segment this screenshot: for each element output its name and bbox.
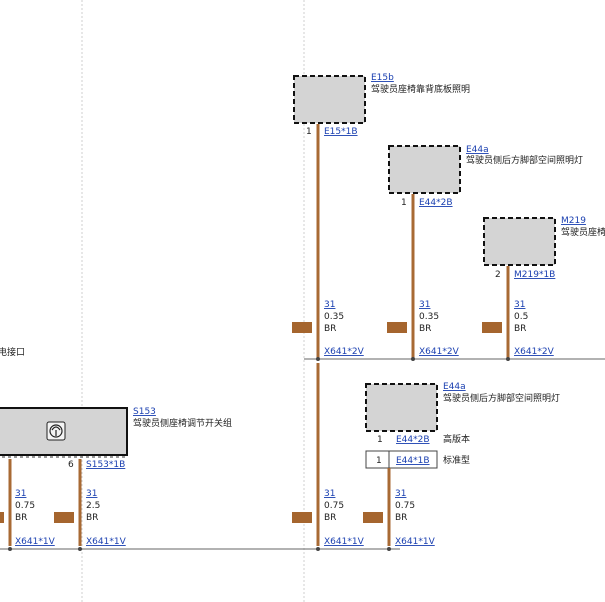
connector-chip: [482, 322, 502, 333]
component-s153-pin-link[interactable]: S153*1B: [86, 460, 125, 470]
component-e44a-low-alt-pin-link[interactable]: E44*1B: [396, 456, 430, 466]
wire-m219-conn[interactable]: X641*2V: [514, 347, 555, 357]
wire-s153-num[interactable]: 31: [86, 489, 97, 499]
wire-trunk-color: BR: [324, 513, 336, 523]
wire-s153-color: BR: [86, 513, 98, 523]
component-e44a-low-box[interactable]: [365, 383, 438, 432]
wire-left-size: 0.75: [15, 501, 35, 511]
component-s153-id[interactable]: S153: [133, 407, 156, 417]
component-e15b-pin: 1: [306, 127, 312, 137]
component-e44a-top-pin-link[interactable]: E44*2B: [419, 198, 453, 208]
component-e44a-low-alt-pin: 1: [376, 456, 382, 466]
wire-m219-num[interactable]: 31: [514, 300, 525, 310]
component-m219-id[interactable]: M219: [561, 216, 586, 226]
wire-s153-size: 2.5: [86, 501, 100, 511]
component-e44a-top[interactable]: E44a 驾驶员侧后方脚部空间照明灯 1 E44*2B: [388, 145, 583, 208]
component-m219-name: 驾驶员座椅: [561, 226, 605, 238]
wire-m219-color: BR: [514, 324, 526, 334]
wire-e44a-low-color: BR: [395, 513, 407, 523]
component-e44a-low-id[interactable]: E44a: [443, 382, 466, 392]
wire-e44a-top-num[interactable]: 31: [419, 300, 430, 310]
connector-chip: [363, 512, 383, 523]
wire-trunk-num[interactable]: 31: [324, 489, 335, 499]
component-e15b-id[interactable]: E15b: [371, 73, 394, 83]
wire-e15b-conn[interactable]: X641*2V: [324, 347, 365, 357]
seat-switch-icon: [46, 421, 66, 441]
connector-chip: [292, 512, 312, 523]
component-e15b[interactable]: E15b 驾驶员座椅靠背底板照明 1 E15*1B: [293, 73, 470, 137]
wire-left-color: BR: [15, 513, 27, 523]
wire-e44a-top-color: BR: [419, 324, 431, 334]
wire-e44a-low-num[interactable]: 31: [395, 489, 406, 499]
component-e15b-pin-link[interactable]: E15*1B: [324, 127, 358, 137]
junction-dot: [316, 357, 320, 361]
wire-s153-conn[interactable]: X641*1V: [86, 537, 127, 547]
wire-left-num[interactable]: 31: [15, 489, 26, 499]
wire-m219-size: 0.5: [514, 312, 528, 322]
wire-e15b-color: BR: [324, 324, 336, 334]
junction-dot: [8, 547, 12, 551]
component-e44a-low-name: 驾驶员侧后方脚部空间照明灯: [443, 392, 560, 404]
wire-e15b-size: 0.35: [324, 312, 344, 322]
wire-e44a-low-size: 0.75: [395, 501, 415, 511]
component-e44a-low-pin-link[interactable]: E44*2B: [396, 435, 430, 445]
junction-dot: [411, 357, 415, 361]
component-s153[interactable]: S153 驾驶员侧座椅调节开关组 6 S153*1B: [0, 407, 232, 470]
wire-e44a-low-conn[interactable]: X641*1V: [395, 537, 436, 547]
connector-chip: [0, 512, 4, 523]
component-e15b-box[interactable]: [293, 75, 366, 124]
wire-trunk-conn[interactable]: X641*1V: [324, 537, 365, 547]
connector-chip: [387, 322, 407, 333]
component-e44a-low[interactable]: E44a 驾驶员侧后方脚部空间照明灯 1 E44*2B 高版本 1 E44*1B…: [365, 382, 560, 469]
component-m219-box[interactable]: [483, 217, 556, 266]
wire-e44a-top-conn[interactable]: X641*2V: [419, 347, 460, 357]
wire-left-conn[interactable]: X641*1V: [15, 537, 56, 547]
component-e44a-top-id[interactable]: E44a: [466, 145, 489, 155]
component-e15b-name: 驾驶员座椅靠背底板照明: [371, 83, 470, 95]
connector-chip: [292, 322, 312, 333]
component-e44a-low-pin: 1: [377, 435, 383, 445]
junction-dot: [316, 547, 320, 551]
wire-trunk-size: 0.75: [324, 501, 344, 511]
wire-e44a-top-size: 0.35: [419, 312, 439, 322]
component-e44a-top-pin: 1: [401, 198, 407, 208]
junction-dot: [506, 357, 510, 361]
component-s153-name: 驾驶员侧座椅调节开关组: [133, 417, 232, 429]
component-e44a-low-alt-variant: 标准型: [443, 454, 470, 466]
wire-e15b-num[interactable]: 31: [324, 300, 335, 310]
partial-left-label: 电接口: [0, 346, 25, 358]
component-e44a-top-box[interactable]: [388, 145, 461, 194]
component-m219[interactable]: M219 驾驶员座椅 2 M219*1B: [483, 216, 605, 280]
junction-dot: [78, 547, 82, 551]
component-s153-pin: 6: [68, 460, 74, 470]
junction-dot: [387, 547, 391, 551]
component-m219-pin-link[interactable]: M219*1B: [514, 270, 555, 280]
alt-pin-box[interactable]: [365, 450, 438, 469]
component-e44a-low-variant: 高版本: [443, 433, 470, 445]
component-e44a-top-name: 驾驶员侧后方脚部空间照明灯: [466, 154, 583, 166]
connector-chip: [54, 512, 74, 523]
component-m219-pin: 2: [495, 270, 501, 280]
